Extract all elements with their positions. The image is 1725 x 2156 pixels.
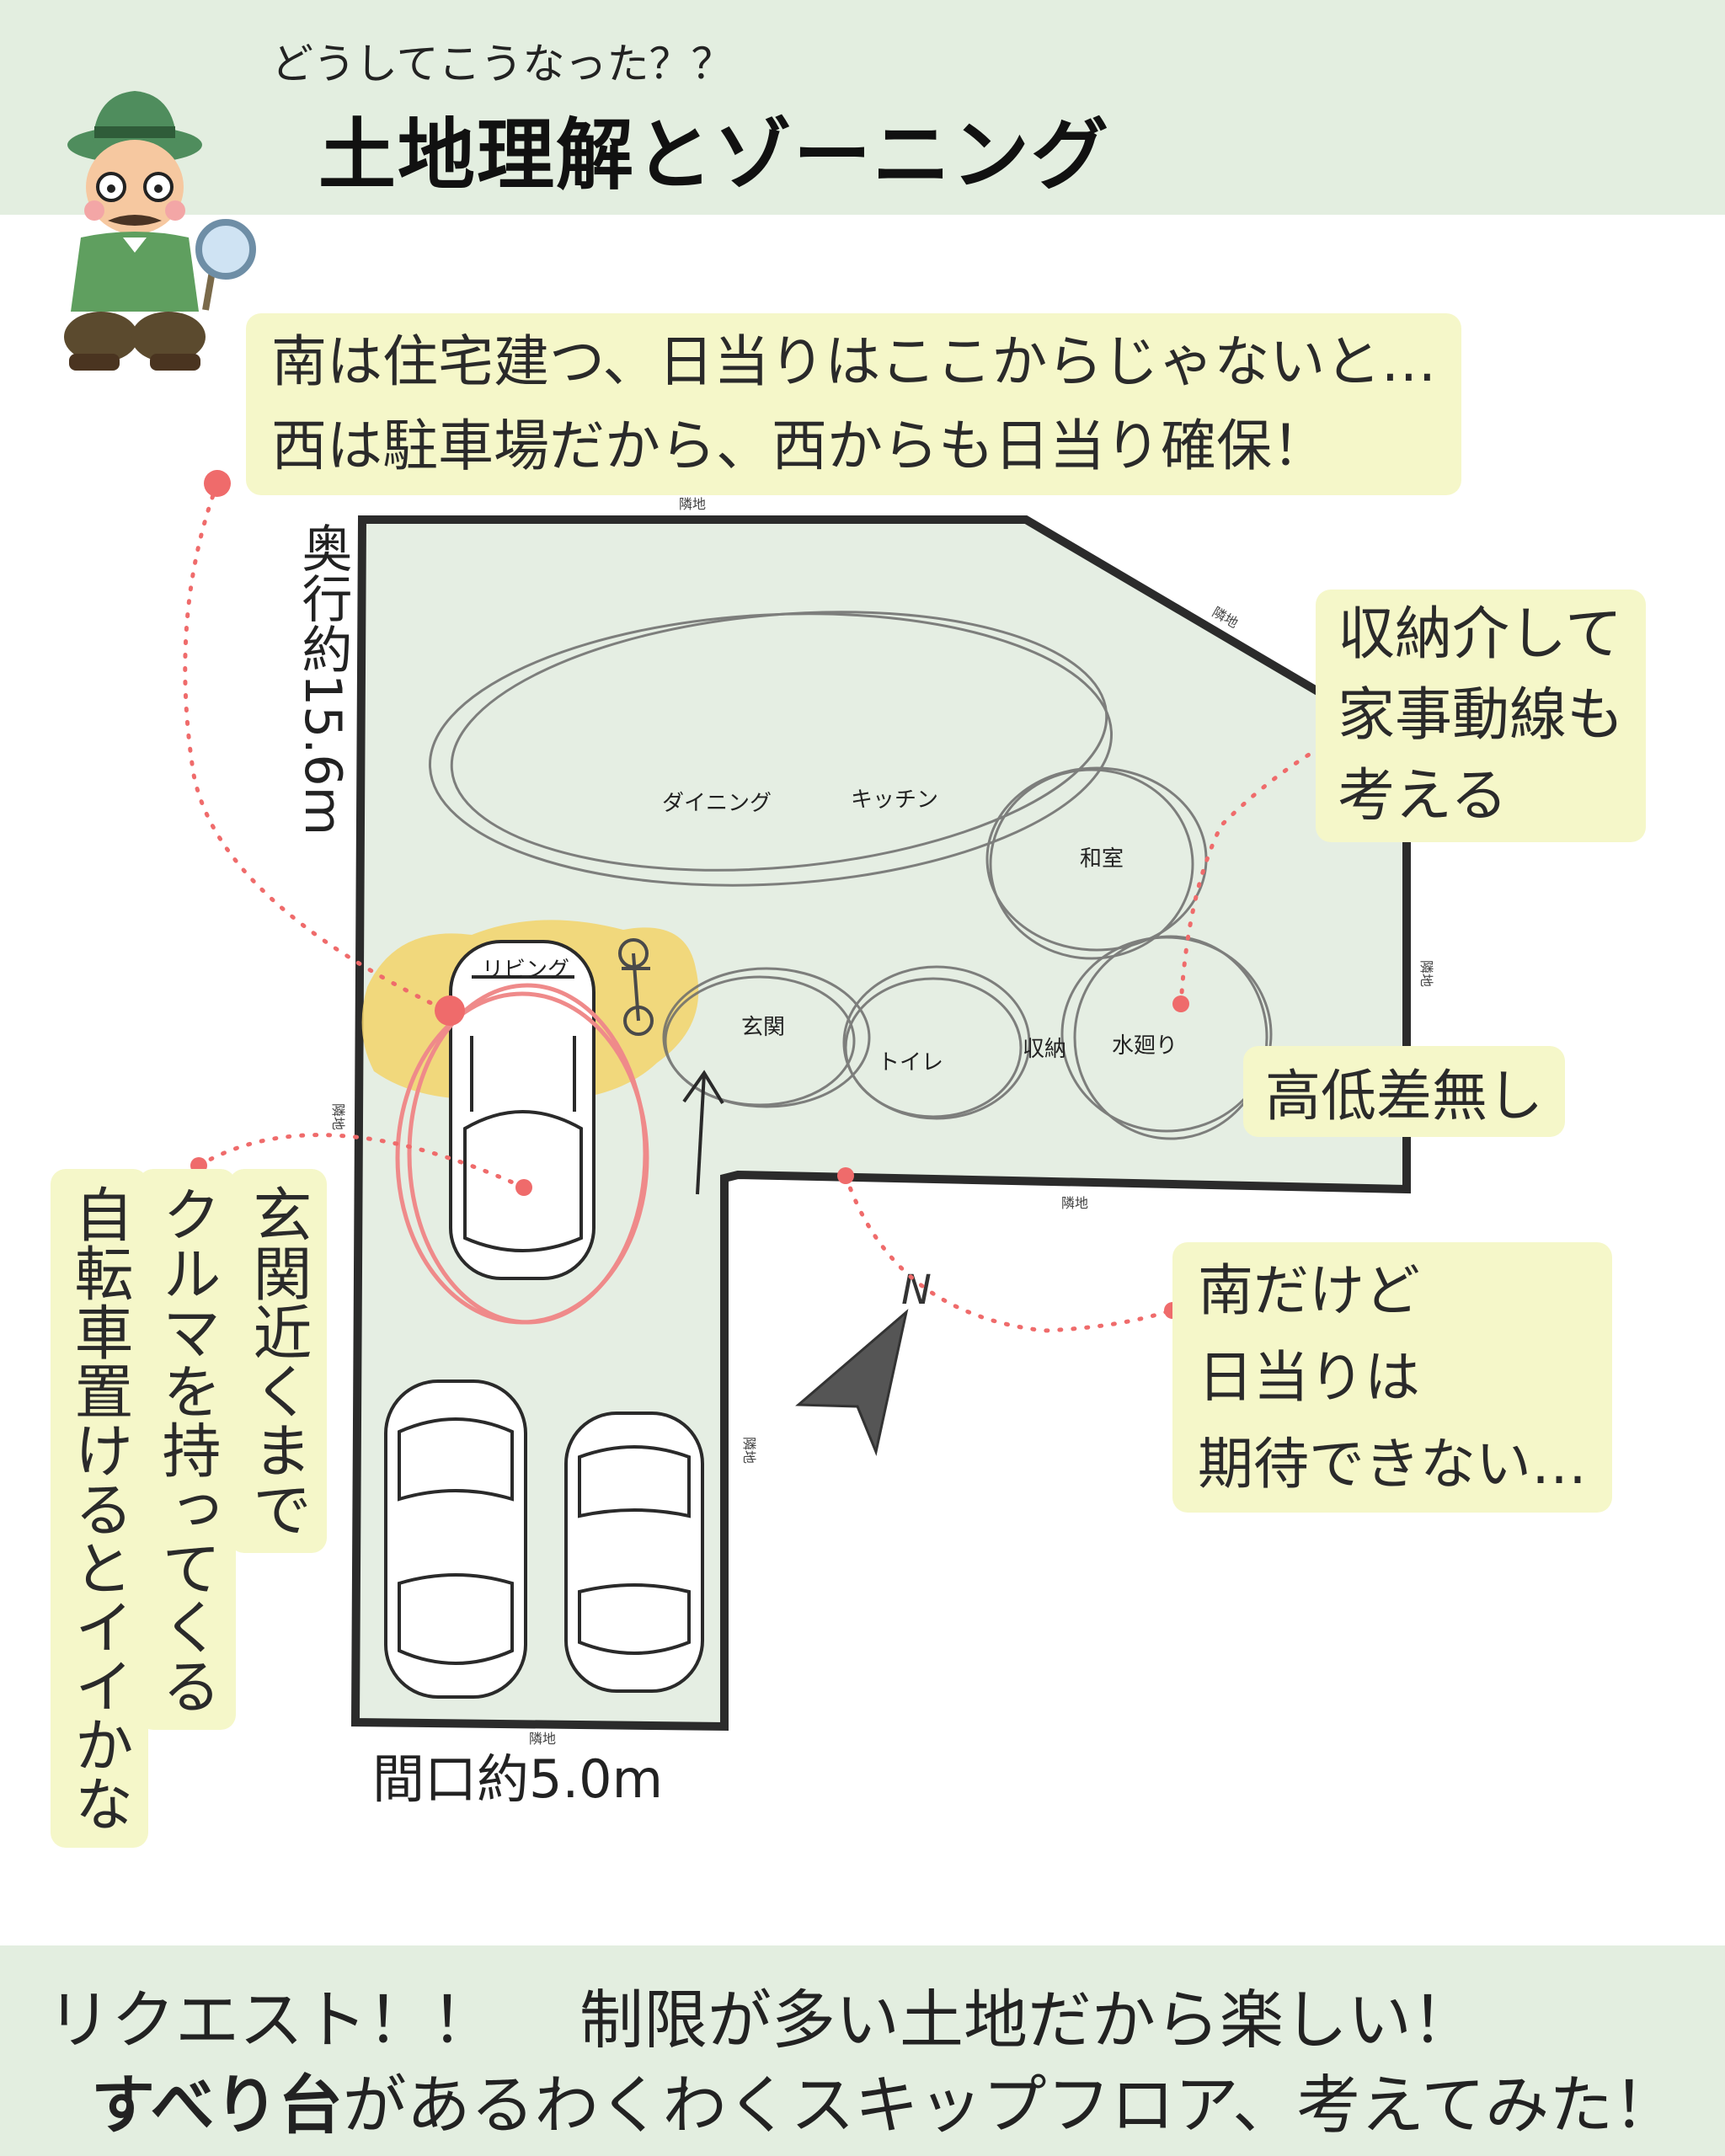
neighbor-labels: 隣地 隣地 隣地 隣地 隣地 隣地 隣地 (330, 496, 1434, 1747)
parked-car-left (384, 1380, 527, 1699)
room-labels: ダイニング キッチン 和室 リビング 玄関 トイレ 収納 水廻り (482, 787, 1178, 1075)
note-storage-flow: 収納介して 家事動線も 考える (1316, 590, 1647, 842)
neighbor-label-south-inner: 隣地 (741, 1437, 757, 1464)
room-dining: ダイニング (662, 791, 772, 816)
note-sunlight-west: 南は住宅建つ、日当りはここからじゃないと… 西は駐車場だから、西からも日当り確保… (246, 313, 1462, 495)
zoning-bubbles (428, 611, 1273, 1140)
footer-slide-emphasis: すべり台 (91, 2068, 343, 2143)
neighbor-label-west: 隣地 (330, 1103, 346, 1130)
footer-request: リクエスト！！ (47, 1983, 495, 2057)
room-kitchen: キッチン (851, 787, 938, 813)
neighbor-label-south: 隣地 (529, 1731, 556, 1747)
leader-lines (183, 481, 1350, 1333)
neighbor-label-north: 隣地 (679, 496, 706, 512)
page-title: 土地理解とゾーニング (318, 110, 1111, 200)
note-storage-line2: 家事動線も (1338, 682, 1625, 749)
bicycle-icon (618, 938, 654, 1036)
depth-dimension: 奥行約15.6m (293, 522, 352, 836)
subtitle: どうしてこうなった？？ (271, 40, 734, 88)
car-highlight-circle (395, 983, 649, 1325)
note-vertical-line2: クルマを持ってくる (138, 1169, 236, 1730)
parked-car-right (564, 1412, 704, 1693)
note-sunlight-line1: 南は住宅建つ、日当りはここからじゃないと… (271, 329, 1437, 394)
room-washitsu: 和室 (1080, 846, 1124, 872)
footer-restriction: 制限が多い土地だから楽しい！ (579, 1983, 1476, 2057)
note-vertical-line3: 自転車置けるとイイかな (51, 1169, 148, 1848)
note-sunlight-line2: 西は駐車場だから、西からも日当り確保！ (271, 414, 1327, 478)
footer-band (0, 1945, 1725, 2156)
frontage-dimension: 間口約5.0m (372, 1748, 663, 1810)
neighbor-label-east: 隣地 (1418, 960, 1434, 987)
north-label: N (901, 1267, 932, 1314)
note-south-line2: 日当りは (1198, 1345, 1420, 1410)
header-band (0, 0, 1725, 215)
room-toilet: トイレ (878, 1050, 943, 1075)
footer-line1: リクエスト！！ 制限が多い土地だから楽しい！ (47, 1968, 1476, 2061)
note-south-sunlight: 南だけど 日当りは 期待できない… (1172, 1242, 1612, 1513)
note-south-line3: 期待できない… (1198, 1432, 1587, 1497)
room-entrance: 玄関 (741, 1015, 785, 1040)
north-compass: N (795, 1267, 932, 1457)
room-wet-area: 水廻り (1112, 1033, 1178, 1059)
entry-arrow (682, 1070, 724, 1195)
detective-character-illustration (64, 91, 256, 371)
neighbor-label-southeast: 隣地 (1061, 1195, 1088, 1211)
note-no-level-difference: 高低差無し (1243, 1046, 1565, 1137)
note-south-line1: 南だけど (1198, 1258, 1420, 1323)
room-storage: 収納 (1023, 1037, 1066, 1062)
note-vertical-line1: 玄関近くまで (229, 1169, 327, 1553)
note-storage-line3: 考える (1338, 763, 1508, 830)
note-storage-line1: 収納介して (1338, 601, 1622, 668)
footer-line2: すべり台があるわくわくスキップフロア、考えてみた！ (91, 2053, 1677, 2146)
footer-skipfloor: があるわくわくスキップフロア、考えてみた！ (342, 2068, 1678, 2143)
room-living: リビング (482, 958, 569, 983)
